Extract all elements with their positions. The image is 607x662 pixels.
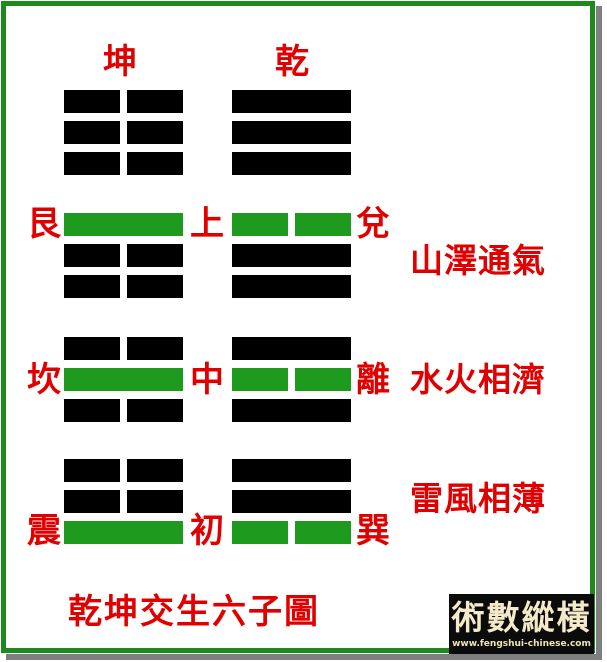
zhen-line-3-segment-1 (64, 521, 183, 544)
label-shang: 上 (190, 204, 224, 244)
li-line-2-segment-2 (295, 368, 351, 391)
diagram-title: 乾坤交生六子圖 (68, 592, 320, 632)
kun-line-3-yin (64, 152, 183, 175)
xun-line-2-segment-1 (232, 490, 351, 513)
label-zhen: 震 (27, 511, 61, 551)
frame-shadow-bottom (6, 654, 598, 660)
kun-line-1-segment-1 (64, 90, 120, 113)
frame-shadow-right (596, 6, 602, 660)
zhen-line-2-segment-1 (64, 490, 120, 513)
dui-line-1-yin (232, 213, 351, 236)
zhen-line-1-segment-2 (127, 459, 183, 482)
kan-line-3-segment-1 (64, 399, 120, 422)
xun-line-3-yin (232, 521, 351, 544)
xun-line-3-segment-2 (295, 521, 351, 544)
kun-line-1-segment-2 (127, 90, 183, 113)
zhen-line-2-yin (64, 490, 183, 513)
trigram-kan (64, 337, 183, 422)
gen-line-2-segment-1 (64, 244, 120, 267)
qian-line-3-segment-1 (232, 152, 351, 175)
kun-line-2-yin (64, 121, 183, 144)
trigram-xun (232, 459, 351, 544)
xun-line-1-segment-1 (232, 459, 351, 482)
qian-line-1-yang (232, 90, 351, 113)
dui-line-3-segment-1 (232, 275, 351, 298)
gen-line-1-yang (64, 213, 183, 236)
logo-url: www.fengshui-chinese.com (452, 639, 591, 649)
dui-line-1-segment-2 (295, 213, 351, 236)
li-line-1-segment-1 (232, 337, 351, 360)
li-line-3-yang (232, 399, 351, 422)
kan-line-3-yin (64, 399, 183, 422)
trigram-li (232, 337, 351, 422)
label-kun: 坤 (103, 42, 137, 82)
li-line-3-segment-1 (232, 399, 351, 422)
zhen-line-3-yang (64, 521, 183, 544)
label-xun: 巽 (356, 511, 390, 551)
qian-line-1-segment-1 (232, 90, 351, 113)
phrase-row-2: 水火相濟 (410, 360, 546, 399)
trigram-dui (232, 213, 351, 298)
dui-line-1-segment-1 (232, 213, 288, 236)
qian-line-3-yang (232, 152, 351, 175)
kan-line-2-yang (64, 368, 183, 391)
gen-line-3-segment-2 (127, 275, 183, 298)
kun-line-3-segment-1 (64, 152, 120, 175)
trigram-gen (64, 213, 183, 298)
label-dui: 兌 (356, 204, 390, 244)
label-chu: 初 (190, 511, 224, 551)
phrase-row-3: 雷風相薄 (410, 479, 546, 518)
kan-line-1-segment-1 (64, 337, 120, 360)
logo-title: 術數縱橫 (451, 598, 592, 637)
xun-line-3-segment-1 (232, 521, 288, 544)
zhen-line-1-segment-1 (64, 459, 120, 482)
dui-line-2-segment-1 (232, 244, 351, 267)
label-li: 離 (356, 360, 390, 400)
kun-line-3-segment-2 (127, 152, 183, 175)
li-line-1-yang (232, 337, 351, 360)
kun-line-2-segment-1 (64, 121, 120, 144)
gen-line-1-segment-1 (64, 213, 183, 236)
kan-line-1-yin (64, 337, 183, 360)
li-line-2-yin (232, 368, 351, 391)
kan-line-3-segment-2 (127, 399, 183, 422)
site-logo-badge: 術數縱橫 www.fengshui-chinese.com (449, 594, 594, 654)
kan-line-1-segment-2 (127, 337, 183, 360)
zhen-line-2-segment-2 (127, 490, 183, 513)
dui-line-3-yang (232, 275, 351, 298)
label-zhong: 中 (190, 360, 224, 400)
qian-line-2-segment-1 (232, 121, 351, 144)
label-gen: 艮 (27, 204, 61, 244)
trigram-kun (64, 90, 183, 175)
phrase-row-1: 山澤通氣 (410, 241, 546, 280)
xun-line-2-yang (232, 490, 351, 513)
xun-line-1-yang (232, 459, 351, 482)
gen-line-2-segment-2 (127, 244, 183, 267)
label-qian: 乾 (275, 42, 309, 82)
trigram-zhen (64, 459, 183, 544)
gen-line-3-yin (64, 275, 183, 298)
kun-line-1-yin (64, 90, 183, 113)
label-kan: 坎 (27, 360, 61, 400)
dui-line-2-yang (232, 244, 351, 267)
gen-line-3-segment-1 (64, 275, 120, 298)
li-line-2-segment-1 (232, 368, 288, 391)
kun-line-2-segment-2 (127, 121, 183, 144)
trigram-qian (232, 90, 351, 175)
qian-line-2-yang (232, 121, 351, 144)
zhen-line-1-yin (64, 459, 183, 482)
gen-line-2-yin (64, 244, 183, 267)
kan-line-2-segment-1 (64, 368, 183, 391)
